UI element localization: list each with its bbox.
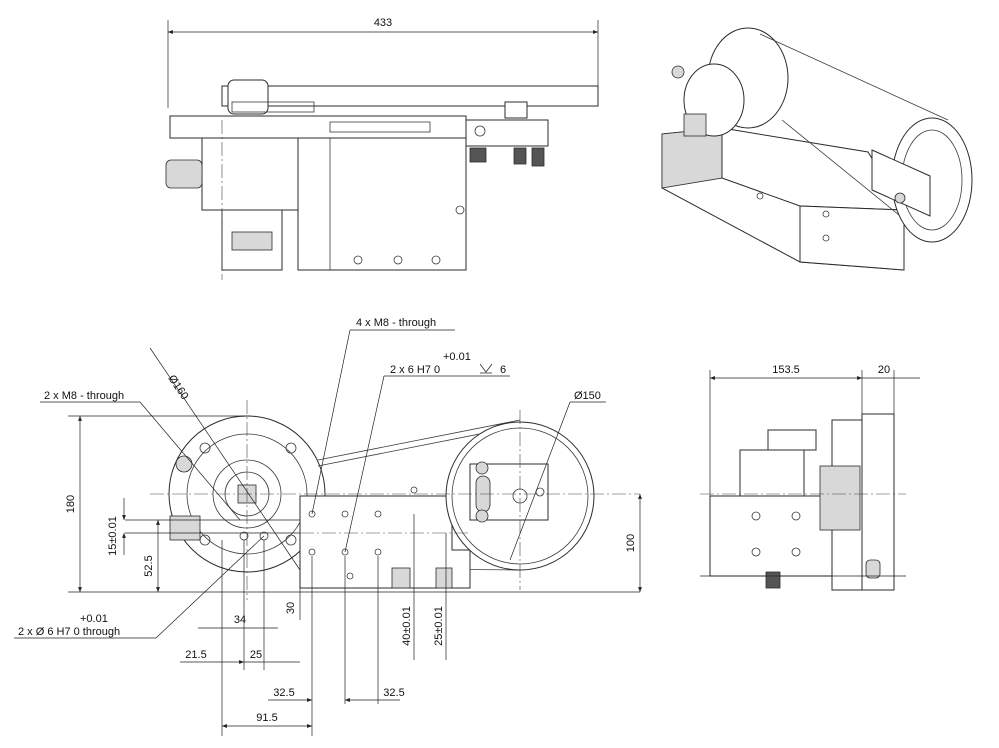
screw-icon — [431, 255, 441, 265]
dim-32b-label: 32.5 — [383, 687, 404, 699]
pin-holes-depth-label: 6 — [500, 364, 506, 376]
isometric-view — [661, 27, 973, 271]
mount-hole-icon — [308, 510, 316, 518]
dim-91-label: 91.5 — [256, 712, 277, 724]
side-motor — [739, 449, 805, 497]
screw-icon — [410, 486, 418, 494]
iso-end-face — [661, 127, 723, 189]
belt-top — [317, 419, 521, 461]
dim-52-label: 52.5 — [143, 555, 155, 576]
base-slot — [329, 121, 431, 133]
side-view: 153.5 20 — [700, 364, 920, 591]
pin-hole-icon — [374, 510, 382, 518]
leader-line — [139, 401, 241, 521]
screw-icon — [199, 534, 211, 546]
dim-30-label: 30 — [285, 602, 297, 614]
screw-icon — [285, 442, 297, 454]
screw-icon — [475, 509, 489, 523]
dim-433-label: 433 — [374, 17, 392, 29]
dim-25v-label: 25±0.01 — [433, 606, 445, 646]
leader-line-d150 — [509, 401, 571, 561]
screw-icon — [393, 255, 403, 265]
air-fitting-icon — [671, 65, 685, 79]
depth-symbol-icon — [479, 363, 493, 374]
screw-icon — [751, 547, 761, 557]
d160-label: Ø160 — [166, 373, 191, 402]
dim-25-label: 25 — [250, 649, 262, 661]
fitting-icon — [391, 567, 411, 589]
fitting-icon — [469, 147, 487, 163]
leader-line — [344, 375, 385, 553]
screw-icon — [756, 192, 764, 200]
leader-line — [155, 535, 265, 639]
arm-bracket — [504, 101, 528, 119]
screw-icon — [751, 511, 761, 521]
iso-belt — [759, 33, 949, 233]
bottom-holes-label: 2 x Ø 6 H7 0 through — [18, 626, 120, 638]
arm-plate — [221, 85, 599, 107]
mount-hole-icon — [308, 548, 316, 556]
air-fitting-icon — [175, 455, 193, 473]
screw-icon — [199, 442, 211, 454]
fitting-icon — [531, 147, 545, 167]
clamp-hub — [227, 79, 269, 115]
pin-holes-label: 2 x 6 H7 0 — [390, 364, 440, 376]
dim-21-label: 21.5 — [185, 649, 206, 661]
motor-shaft — [231, 231, 273, 251]
side-motor-cap — [767, 429, 817, 451]
screw-icon — [285, 534, 297, 546]
fitting-icon — [435, 567, 453, 589]
screw-icon — [353, 255, 363, 265]
mount-hole-icon — [341, 510, 349, 518]
clamp-slot — [231, 101, 315, 113]
side-body — [709, 495, 833, 577]
dim-34-label: 34 — [234, 614, 246, 626]
dim-20-label: 20 — [878, 364, 890, 376]
front-view: 180 15±0.01 52.5 100 30 34 21.5 25 32.5 … — [14, 317, 642, 736]
bottom-holes-tol-label: +0.01 — [80, 613, 108, 625]
through-holes-2-label: 2 x M8 - through — [44, 390, 124, 402]
base-plate — [169, 115, 467, 139]
slide-body — [297, 137, 467, 271]
motor-housing — [201, 137, 299, 211]
screw-icon — [455, 205, 465, 215]
dim-40-label: 40±0.01 — [401, 606, 413, 646]
dim-15-label: 15±0.01 — [107, 516, 119, 556]
iso-side-face — [799, 205, 905, 271]
iso-shaft-nut — [683, 113, 707, 137]
screw-icon — [791, 547, 801, 557]
iso-tensioner — [871, 149, 931, 217]
air-fitting-icon — [865, 559, 881, 579]
screw-icon — [894, 192, 906, 204]
dim-180-label: 180 — [65, 495, 77, 513]
dim-32a-label: 32.5 — [273, 687, 294, 699]
fitting-icon — [513, 147, 527, 165]
screw-icon — [475, 461, 489, 475]
screw-icon — [822, 210, 830, 218]
leader-line-d160 — [149, 347, 301, 571]
screw-icon — [822, 234, 830, 242]
top-view: 433 — [165, 17, 599, 280]
air-fitting-icon — [165, 159, 203, 189]
leader-line — [311, 329, 351, 515]
tensioner-screw-icon — [474, 125, 486, 137]
d150-label: Ø150 — [574, 390, 601, 402]
mount-hole-icon — [341, 548, 349, 556]
dim-100-label: 100 — [625, 534, 637, 552]
screw-icon — [346, 572, 354, 580]
pin-hole-icon — [374, 548, 382, 556]
air-fitting-icon — [169, 515, 201, 541]
tensioner-block — [465, 119, 549, 147]
fitting-icon — [765, 571, 781, 589]
dim-153-label: 153.5 — [772, 364, 800, 376]
through-holes-4-label: 4 x M8 - through — [356, 317, 436, 329]
screw-icon — [791, 511, 801, 521]
pin-holes-tol-label: +0.01 — [443, 351, 471, 363]
side-tensioner — [819, 465, 861, 531]
